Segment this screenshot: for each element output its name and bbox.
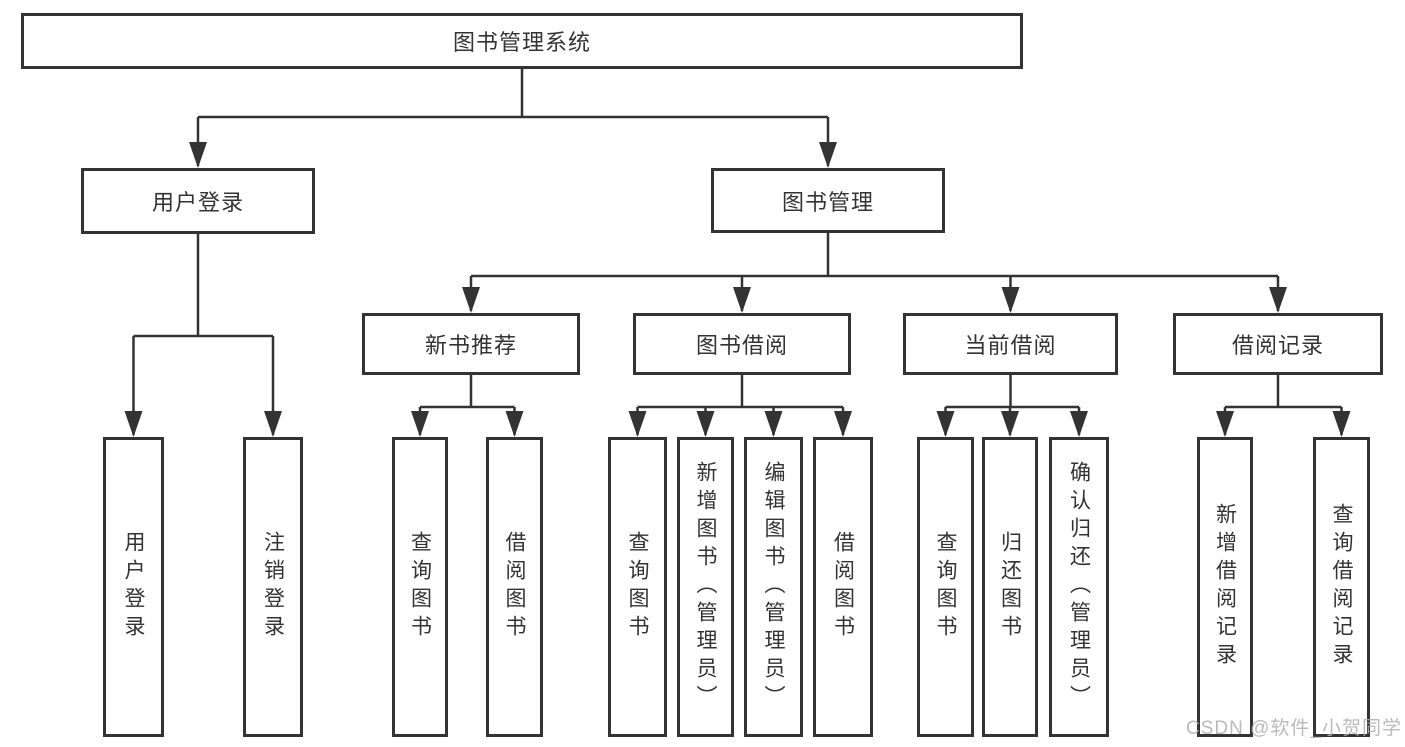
node-new-book-recommend-label: 新书推荐 — [424, 333, 517, 358]
leaf-br-query-record-label: 查询借阅记录 — [1330, 503, 1353, 671]
node-new-book-recommend: 新书推荐 — [362, 313, 580, 375]
leaf-bb-add-book-admin: 新增图书（管理员） — [677, 437, 734, 737]
node-book-management: 图书管理 — [711, 168, 945, 233]
leaf-cb-query-books: 查询图书 — [917, 437, 974, 737]
leaf-bb-edit-book-admin-label: 编辑图书（管理员） — [762, 461, 785, 713]
leaf-user-login: 用户登录 — [103, 437, 164, 737]
node-book-management-label: 图书管理 — [781, 189, 874, 215]
leaf-cb-return-books-label: 归还图书 — [998, 531, 1022, 643]
leaf-br-add-record-label: 新增借阅记录 — [1213, 503, 1237, 671]
leaf-nbr-borrow-books: 借阅图书 — [486, 437, 543, 737]
node-book-borrow-label: 图书借阅 — [695, 333, 788, 358]
leaf-logout-label: 注销登录 — [261, 531, 285, 643]
node-root: 图书管理系统 — [21, 13, 1023, 69]
leaf-bb-query-books-label: 查询图书 — [626, 531, 649, 643]
node-user-login: 用户登录 — [81, 168, 315, 234]
leaf-nbr-query-books-label: 查询图书 — [408, 531, 432, 643]
leaf-br-add-record: 新增借阅记录 — [1197, 437, 1253, 737]
leaf-user-login-label: 用户登录 — [122, 531, 145, 643]
arrowheads — [124, 142, 1351, 437]
leaf-nbr-query-books: 查询图书 — [392, 437, 448, 737]
leaf-bb-edit-book-admin: 编辑图书（管理员） — [744, 437, 803, 737]
node-borrow-records-label: 借阅记录 — [1231, 333, 1324, 358]
node-current-borrow-label: 当前借阅 — [964, 333, 1057, 358]
watermark: CSDN @软件_小贺同学 — [1186, 718, 1402, 739]
node-borrow-records: 借阅记录 — [1173, 313, 1383, 375]
leaf-nbr-borrow-books-label: 借阅图书 — [503, 531, 526, 643]
node-root-label: 图书管理系统 — [452, 30, 591, 55]
leaf-cb-confirm-return-admin-label: 确认归还（管理员） — [1067, 461, 1091, 713]
leaf-cb-return-books: 归还图书 — [982, 437, 1038, 737]
node-book-borrow: 图书借阅 — [633, 313, 851, 375]
leaf-logout: 注销登录 — [243, 437, 303, 737]
leaf-bb-borrow-books-label: 借阅图书 — [831, 531, 855, 643]
leaf-bb-query-books: 查询图书 — [608, 437, 667, 737]
node-current-borrow: 当前借阅 — [903, 313, 1118, 375]
leaf-br-query-record: 查询借阅记录 — [1313, 437, 1370, 737]
leaf-cb-query-books-label: 查询图书 — [934, 531, 957, 643]
node-user-login-label: 用户登录 — [151, 190, 244, 215]
leaf-bb-add-book-admin-label: 新增图书（管理员） — [694, 461, 717, 713]
leaf-bb-borrow-books: 借阅图书 — [813, 437, 873, 737]
leaf-cb-confirm-return-admin: 确认归还（管理员） — [1049, 437, 1109, 737]
